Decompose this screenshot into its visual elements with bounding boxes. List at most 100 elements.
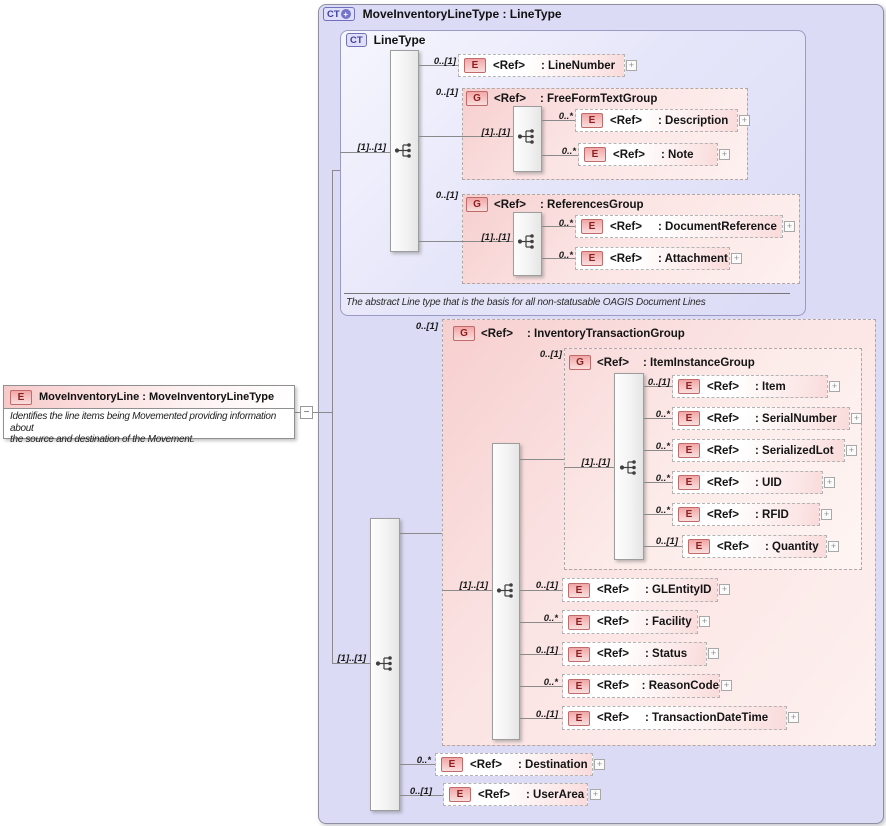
derived-plus-icon[interactable]: + [340,9,351,19]
expand-button-documentreference[interactable]: + [784,221,795,232]
element-name: : Attachment [658,252,728,265]
sequence-icon [517,234,534,249]
ct-badge: CT [346,33,367,47]
sequence-bar-extension [370,518,400,811]
connector-line [295,412,332,413]
root-element-box[interactable]: E MoveInventoryLine : MoveInventoryLineT… [3,385,295,445]
expand-button-reasoncode[interactable]: + [721,680,732,691]
expand-button-rfid[interactable]: + [821,509,832,520]
element-box-linenumber[interactable]: E <Ref> : LineNumber [458,54,625,77]
expand-button-serializedlot[interactable]: + [846,445,857,456]
group-header-iteminstancegroup[interactable]: G <Ref> : ItemInstanceGroup [569,355,755,370]
ref-label: <Ref> [707,508,739,521]
connector-line [520,459,564,460]
sequence-bar-freeformtextgroup [513,106,542,172]
annotation-divider [344,293,790,294]
group-header-freeformtextgroup[interactable]: G <Ref> : FreeFormTextGroup [466,91,657,106]
sequence-icon [394,143,411,158]
ref-label: <Ref> [470,758,502,771]
element-box-glentityid[interactable]: E <Ref> : GLEntityID [562,578,718,602]
expand-button-attachment[interactable]: + [731,253,742,264]
group-header-inventorytransactiongroup[interactable]: G <Ref> : InventoryTransactionGroup [453,326,685,341]
element-badge: E [449,787,471,802]
element-badge: E [678,475,700,490]
expand-button-facility[interactable]: + [699,616,710,627]
connector-line [644,450,672,451]
connector-line [340,152,390,153]
expand-button-description[interactable]: + [739,115,750,126]
cardinality-label: 0..* [561,146,576,157]
element-box-description[interactable]: E <Ref> : Description [575,109,738,132]
element-box-documentreference[interactable]: E <Ref> : DocumentReference [575,215,783,238]
expand-button-transactiondatetime[interactable]: + [788,712,799,723]
element-name: : SerializedLot [755,444,834,457]
element-box-uid[interactable]: E <Ref> : UID [672,471,823,494]
connector-line [644,514,672,515]
group-header-referencesgroup[interactable]: G <Ref> : ReferencesGroup [466,197,644,212]
sequence-icon [496,583,513,598]
ref-label: <Ref> [610,252,642,265]
element-name: : RFID [755,508,789,521]
element-badge: E [10,389,32,405]
connector-line [419,136,513,137]
element-badge: E [688,539,710,554]
expand-button-uid[interactable]: + [824,477,835,488]
cardinality-label: 0..* [655,505,670,516]
cardinality-label: 0..* [558,111,573,122]
ref-label: <Ref> [597,584,629,596]
element-box-transactiondatetime[interactable]: E <Ref> : TransactionDateTime [562,706,787,730]
description-line: Identifies the line items being Movement… [10,411,276,434]
element-box-attachment[interactable]: E <Ref> : Attachment [575,247,730,270]
connector-line [520,686,562,687]
group-badge: G [466,91,488,106]
ref-label: <Ref> [494,92,526,105]
element-box-facility[interactable]: E <Ref> : Facility [562,610,698,634]
element-name: : TransactionDateTime [645,712,769,724]
expand-button-glentityid[interactable]: + [719,584,730,595]
sequence-icon [619,460,636,475]
element-box-userarea[interactable]: E <Ref> : UserArea [443,783,588,806]
expand-button-status[interactable]: + [708,648,719,659]
root-element-header: E MoveInventoryLine : MoveInventoryLineT… [4,386,294,409]
element-box-destination[interactable]: E <Ref> : Destination [435,753,593,776]
element-box-status[interactable]: E <Ref> : Status [562,642,707,666]
expand-button-serialnumber[interactable]: + [851,413,862,424]
sequence-bar-inventorytransactiongroup [492,443,520,740]
expand-button-item[interactable]: + [829,381,840,392]
expand-button-quantity[interactable]: + [828,541,839,552]
sequence-icon [375,656,392,671]
element-box-serializedlot[interactable]: E <Ref> : SerializedLot [672,439,845,462]
expand-button-userarea[interactable]: + [590,789,601,800]
element-badge: E [568,710,590,726]
collapse-button[interactable]: − [300,406,313,419]
element-name: : UID [755,476,782,489]
ref-label: <Ref> [610,114,642,127]
element-box-note[interactable]: E <Ref> : Note [578,143,718,166]
element-box-quantity[interactable]: E <Ref> : Quantity [682,535,827,558]
connector-line [442,590,492,591]
element-box-item[interactable]: E <Ref> : Item [672,375,828,398]
connector-line [542,226,575,227]
expand-button-linenumber[interactable]: + [626,60,637,71]
connector-line [542,155,578,156]
cardinality-label: 0..* [543,677,558,688]
ref-label: <Ref> [597,712,629,724]
connector-line [542,120,575,121]
ct-badge-label: CT [327,8,340,20]
ref-label: <Ref> [707,380,739,393]
cardinality-label: 0..* [655,473,670,484]
expand-button-destination[interactable]: + [594,759,605,770]
expand-button-note[interactable]: + [719,149,730,160]
element-badge: E [464,58,486,73]
element-name: : ReasonCode [641,680,719,692]
element-name: : Item [755,380,786,393]
element-box-reasoncode[interactable]: E <Ref> : ReasonCode [562,674,720,698]
connector-line [520,590,562,591]
cardinality-label: 0..[1] [535,580,558,591]
element-box-rfid[interactable]: E <Ref> : RFID [672,503,820,526]
element-badge: E [678,507,700,522]
connector-line [644,482,672,483]
cardinality-label: 0..* [655,441,670,452]
element-box-serialnumber[interactable]: E <Ref> : SerialNumber [672,407,850,430]
